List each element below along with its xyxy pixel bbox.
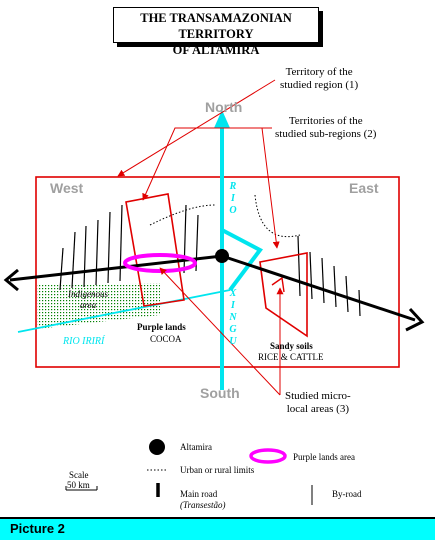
legend-altamira: Altamira [180,442,212,452]
road-arrow-east [405,307,425,332]
territory-boundary [35,176,400,368]
annotation-subregions: Territories of the studied sub-regions (… [275,115,377,140]
legend-altamira-icon [149,439,165,455]
north-arrowhead [214,110,230,128]
label-west: West [50,180,84,196]
label-rio-xingu-upper: R I O [229,181,237,216]
urban-limit-2 [254,194,301,238]
altamira-dot [215,249,229,263]
urban-limit-1 [149,204,216,226]
label-cocoa: COCOA [150,334,182,344]
legend-main-road: Main road (Transestão) [180,489,226,510]
label-north: North [205,99,243,115]
scale-bar [65,486,98,491]
annotation-micro: Studied micro- local areas (3) [285,390,351,415]
road-arrow-west [3,268,19,292]
scale-label: Scale [69,470,89,480]
rio-iriri [17,289,231,333]
title-line-1: THE TRANSAMAZONIAN TERRITORY [140,11,292,41]
indigenous-area [37,283,160,329]
subregion-purple-lands [125,193,185,307]
legend-purple-icon [249,448,287,464]
label-purple-lands: Purple lands [137,322,186,332]
pointer-lines [117,79,284,396]
label-indigenous: Indigenous area [68,289,108,310]
label-east: East [349,180,379,196]
footer-caption: Picture 2 [10,521,65,536]
byroads-east [297,235,361,317]
subregion-sandy-soils [259,252,308,338]
annotation-territory: Territory of the studied region (1) [280,66,359,91]
legend-byroad: By-road [332,489,362,499]
label-rio-iriri: RIO IRIRÍ [63,336,105,347]
map-title: THE TRANSAMAZONIAN TERRITORY OF ALTAMIRA [113,7,319,57]
title-line-2: OF ALTAMIRA [172,43,260,57]
legend-limits: Urban or rural limits [180,465,255,475]
legend-purple-lands-area: Purple lands area [293,452,355,462]
micro-area-mark [271,276,285,293]
label-rice-cattle: RICE & CATTLE [258,352,324,362]
label-rio-xingu-lower: X I N G U [229,288,237,347]
scale-value: 50 km [67,480,90,490]
footer-bar: Picture 2 [0,517,435,540]
label-south: South [200,385,240,401]
label-sandy-soils: Sandy soils [270,341,313,351]
